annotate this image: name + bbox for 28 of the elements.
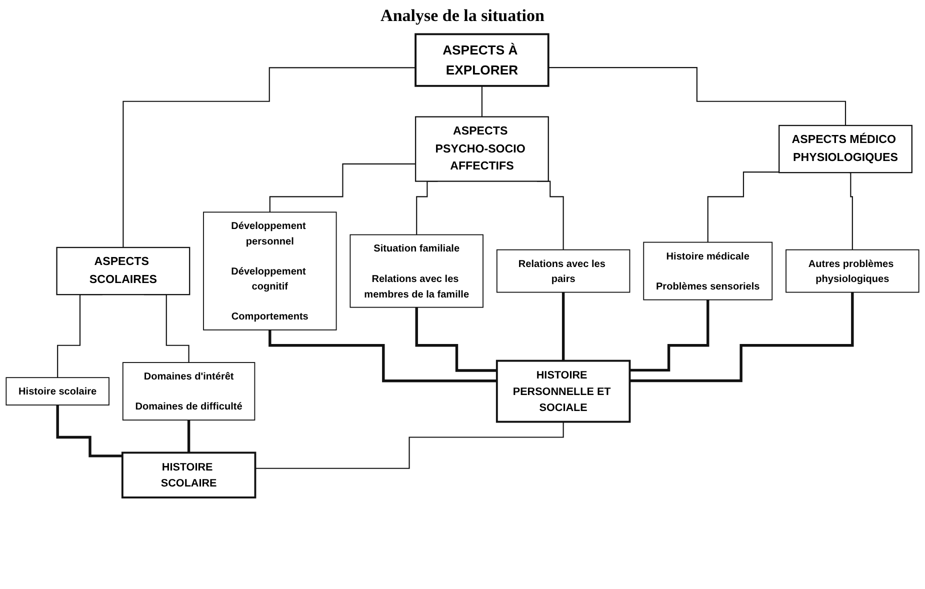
connector <box>630 290 854 382</box>
node-box: ASPECTS PSYCHO-SOCIO AFFECTIFS <box>414 116 549 182</box>
node-box: Histoire médicale Problèmes sensoriels <box>643 242 773 300</box>
connector <box>56 404 122 458</box>
node-box: Situation familiale Relations avec les membres de la famille <box>350 234 484 308</box>
connector <box>415 306 497 372</box>
node-box: Relations avec les pairs <box>496 249 630 293</box>
node-box: HISTOIRE PERSONNELLE ET SOCIALE <box>496 360 631 423</box>
connector <box>707 172 780 243</box>
connector <box>268 328 497 382</box>
connector <box>122 67 416 248</box>
connector <box>548 67 846 126</box>
connector <box>562 290 565 362</box>
node-box: ASPECTS À EXPLORER <box>414 33 550 87</box>
node-box: Autres problèmes physiologiques <box>786 249 920 293</box>
connector <box>269 163 416 213</box>
connector <box>187 418 190 454</box>
node-box: Histoire scolaire <box>6 377 110 406</box>
connector <box>630 298 710 372</box>
connector <box>255 421 564 469</box>
connector <box>848 172 853 250</box>
node-box: Développement personnel Développement cognitif Comportements <box>203 212 337 330</box>
node-box: ASPECTS MÉDICO PHYSIOLOGIQUES <box>778 124 912 174</box>
node-box: ASPECTS SCOLAIRES <box>56 246 190 296</box>
connector <box>481 85 482 118</box>
node-box: Domaines d'intérêt Domaines de difficulté <box>122 362 256 421</box>
diagram-title: Analyse de la situation <box>380 6 546 26</box>
node-box: HISTOIRE SCOLAIRE <box>121 452 256 498</box>
